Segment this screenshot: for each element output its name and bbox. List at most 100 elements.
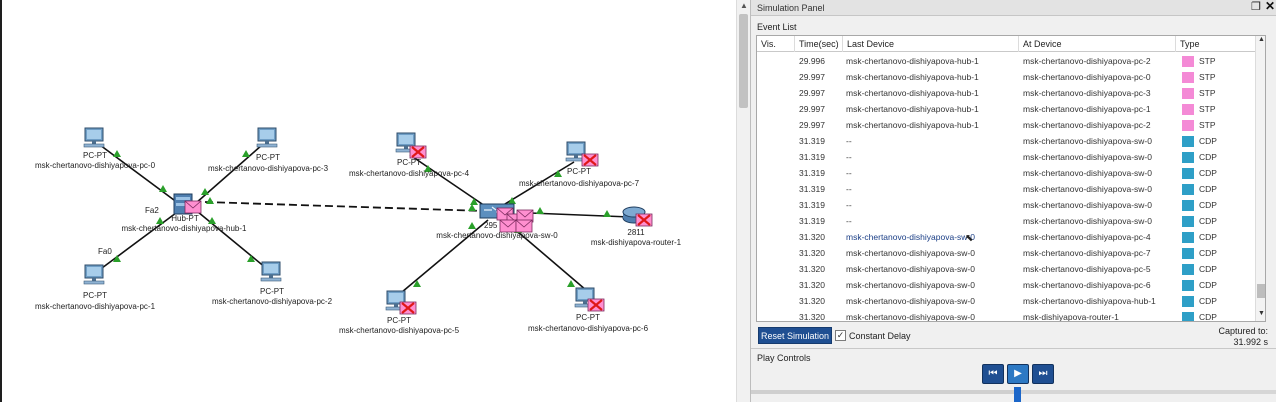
event-time: 31.319 bbox=[799, 152, 825, 162]
reset-simulation-button[interactable]: Reset Simulation bbox=[758, 327, 832, 344]
column-header-type[interactable]: Type bbox=[1180, 39, 1200, 49]
node-type-label: PC-PT bbox=[567, 167, 591, 176]
hub-1[interactable]: Hub-PT msk-chertanovo-dishiyapova-hub-1 … bbox=[122, 193, 248, 233]
event-type: CDP bbox=[1199, 136, 1217, 146]
undock-icon[interactable]: ❐ bbox=[1251, 1, 1261, 13]
event-at-device: msk-chertanovo-dishiyapova-pc-2 bbox=[1023, 56, 1151, 66]
event-type-color-swatch bbox=[1182, 152, 1194, 163]
event-row[interactable]: 29.997 msk-chertanovo-dishiyapova-hub-1 ms… bbox=[757, 85, 1265, 101]
router-1[interactable]: 2811 msk-dishiyapova-router-1 bbox=[591, 206, 682, 247]
event-last-device: msk-chertanovo-dishiyapova-sw-0 bbox=[846, 296, 975, 306]
event-type-color-swatch bbox=[1182, 296, 1194, 307]
pc-1[interactable]: Fa0 PC-PT msk-chertanovo-dishiyapova-pc-… bbox=[35, 247, 156, 311]
play-speed-fill bbox=[751, 390, 1014, 394]
node-name-label: msk-chertanovo-dishiyapova-pc-5 bbox=[339, 326, 460, 335]
event-type: CDP bbox=[1199, 312, 1217, 322]
node-name-label: msk-chertanovo-dishiyapova-pc-7 bbox=[519, 179, 640, 188]
event-time: 31.320 bbox=[799, 312, 825, 322]
event-time: 31.319 bbox=[799, 200, 825, 210]
event-at-device: msk-chertanovo-dishiyapova-sw-0 bbox=[1023, 136, 1152, 146]
node-name-label: msk-chertanovo-dishiyapova-pc-0 bbox=[35, 161, 156, 170]
event-list-table[interactable]: Vis. Time(sec) Last Device At Device Typ… bbox=[756, 35, 1266, 322]
play-speed-slider[interactable] bbox=[1014, 387, 1021, 402]
scrollbar-thumb[interactable] bbox=[1257, 284, 1265, 298]
scroll-up-icon[interactable]: ▲ bbox=[1258, 36, 1265, 43]
event-type: CDP bbox=[1199, 248, 1217, 258]
column-header-last-device[interactable]: Last Device bbox=[843, 36, 1019, 52]
event-type: CDP bbox=[1199, 296, 1217, 306]
pc-2[interactable]: PC-PT msk-chertanovo-dishiyapova-pc-2 bbox=[212, 261, 333, 306]
event-time: 31.320 bbox=[799, 232, 825, 242]
scroll-up-icon[interactable]: ▲ bbox=[740, 1, 748, 10]
scrollbar-thumb[interactable] bbox=[739, 14, 748, 108]
pc-4[interactable]: PC-PT msk-chertanovo-dishiyapova-pc-4 bbox=[349, 132, 470, 178]
pc-icon bbox=[83, 127, 105, 148]
node-name-label: msk-chertanovo-dishiyapova-pc-3 bbox=[208, 164, 329, 173]
pc-0[interactable]: PC-PT msk-chertanovo-dishiyapova-pc-0 bbox=[35, 127, 156, 170]
event-rows: 29.996 msk-chertanovo-dishiyapova-hub-1 ms… bbox=[757, 53, 1265, 322]
event-time: 31.320 bbox=[799, 248, 825, 258]
event-type-color-swatch bbox=[1182, 312, 1194, 321]
node-type-label: PC-PT bbox=[256, 153, 280, 162]
dropped-pdu-icon bbox=[408, 144, 428, 160]
event-type-color-swatch bbox=[1182, 136, 1194, 147]
event-type: CDP bbox=[1199, 184, 1217, 194]
play-controls-label: Play Controls bbox=[757, 353, 811, 363]
event-type-color-swatch bbox=[1182, 200, 1194, 211]
node-type-label: 2811 bbox=[627, 228, 645, 237]
pc-5[interactable]: PC-PT msk-chertanovo-dishiyapova-pc-5 bbox=[339, 290, 460, 335]
event-type: CDP bbox=[1199, 152, 1217, 162]
switch-0[interactable]: 295 msk-chertanovo-dishiyapova-sw-0 bbox=[436, 203, 558, 240]
event-last-device: msk-chertanovo-dishiyapova-hub-1 bbox=[846, 88, 979, 98]
pc-6[interactable]: PC-PT msk-chertanovo-dishiyapova-pc-6 bbox=[528, 287, 649, 333]
pc-icon bbox=[260, 261, 282, 282]
close-icon[interactable]: ✕ bbox=[1265, 0, 1276, 13]
pdu-envelope-icon bbox=[184, 200, 202, 214]
simulation-panel: Simulation Panel ❐ ✕ Event List Vis. Tim… bbox=[750, 0, 1276, 402]
event-type: CDP bbox=[1199, 264, 1217, 274]
dropped-pdu-icon bbox=[398, 300, 418, 316]
play-button[interactable]: ▶ bbox=[1007, 364, 1029, 384]
event-type-color-swatch bbox=[1182, 264, 1194, 275]
column-header-vis[interactable]: Vis. bbox=[757, 36, 795, 52]
scroll-down-icon[interactable]: ▼ bbox=[1258, 310, 1265, 317]
event-time: 29.997 bbox=[799, 120, 825, 130]
event-last-device: -- bbox=[846, 200, 852, 210]
event-at-device: msk-chertanovo-dishiyapova-pc-1 bbox=[1023, 104, 1151, 114]
workspace-vertical-scrollbar[interactable]: ▲ bbox=[736, 0, 750, 402]
constant-delay-checkbox[interactable]: ✓ bbox=[835, 330, 846, 341]
play-icon: ▶ bbox=[1014, 368, 1022, 379]
event-time: 31.320 bbox=[799, 296, 825, 306]
event-time: 29.997 bbox=[799, 88, 825, 98]
event-last-device: -- bbox=[846, 216, 852, 226]
column-header-at-device[interactable]: At Device bbox=[1019, 36, 1176, 52]
event-at-device: msk-chertanovo-dishiyapova-pc-5 bbox=[1023, 264, 1151, 274]
event-at-device: msk-chertanovo-dishiyapova-pc-3 bbox=[1023, 88, 1151, 98]
event-last-device: -- bbox=[846, 184, 852, 194]
step-back-button[interactable]: ⏮ bbox=[982, 364, 1004, 384]
pc-7[interactable]: PC-PT msk-chertanovo-dishiyapova-pc-7 bbox=[519, 141, 640, 188]
column-header-time[interactable]: Time(sec) bbox=[795, 36, 843, 52]
pc-3[interactable]: PC-PT msk-chertanovo-dishiyapova-pc-3 bbox=[208, 127, 329, 173]
event-list-scrollbar[interactable]: ▲ ▼ bbox=[1255, 36, 1265, 321]
topology-workspace[interactable]: PC-PT msk-chertanovo-dishiyapova-pc-0 PC… bbox=[0, 0, 736, 402]
event-time: 29.996 bbox=[799, 56, 825, 66]
step-forward-button[interactable]: ⏭ bbox=[1032, 364, 1054, 384]
event-type-color-swatch bbox=[1182, 216, 1194, 227]
